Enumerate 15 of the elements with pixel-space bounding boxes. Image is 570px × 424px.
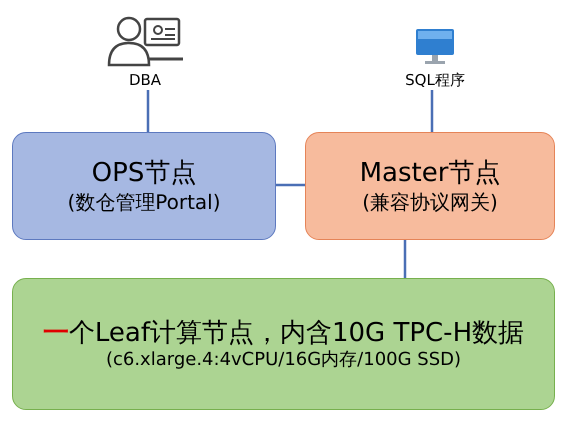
node-subtitle: (兼容协议网关) bbox=[362, 190, 498, 215]
node-subtitle: (数仓管理Portal) bbox=[67, 190, 221, 215]
node-subtitle: (c6.xlarge.4:4vCPU/16G内存/100G SSD) bbox=[106, 349, 462, 372]
process-box bbox=[12, 132, 276, 240]
icon-label: SQL程序 bbox=[405, 71, 465, 90]
node-title: OPS节点 bbox=[92, 157, 196, 190]
connector-line bbox=[276, 184, 305, 186]
node-title: 一个Leaf计算节点，内含10G TPC-H数据 bbox=[42, 316, 524, 349]
connector-line bbox=[430, 90, 434, 132]
process-box bbox=[305, 132, 555, 240]
icon-label: DBA bbox=[128, 71, 162, 90]
connector-line bbox=[404, 240, 406, 278]
node-title: Master节点 bbox=[360, 157, 500, 190]
connector-line bbox=[146, 90, 150, 132]
process-box bbox=[12, 278, 555, 410]
